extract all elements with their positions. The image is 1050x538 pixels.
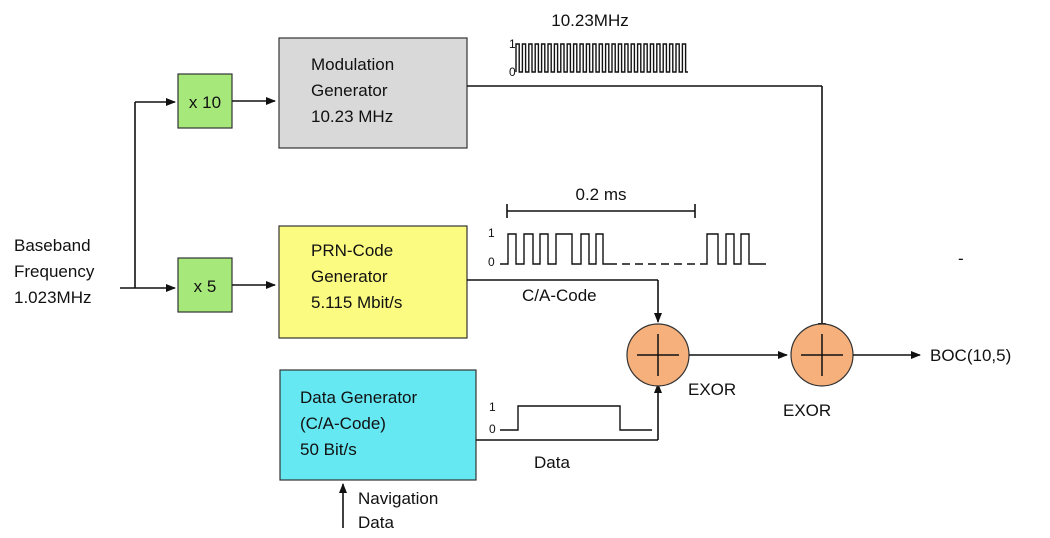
- data-wave-low-label: 0: [489, 422, 496, 436]
- navigation-label-line1: Navigation: [358, 489, 438, 508]
- modulation-frequency-label: 10.23MHz: [551, 11, 628, 30]
- modulation-wave-low-label: 0: [509, 65, 516, 79]
- modulation-line2: Generator: [311, 81, 388, 100]
- ca-code-label: C/A-Code: [522, 286, 597, 305]
- data-gen-line2: (C/A-Code): [300, 414, 386, 433]
- baseband-label-line2: Frequency: [14, 262, 95, 281]
- baseband-label-line1: Baseband: [14, 236, 91, 255]
- prn-waveform: 0.2 ms 1 0: [488, 185, 766, 269]
- exor-2-label: EXOR: [783, 401, 831, 420]
- data-label: Data: [534, 453, 570, 472]
- output-label: BOC(10,5): [930, 346, 1011, 365]
- data-gen-line1: Data Generator: [300, 388, 418, 407]
- prn-line1: PRN-Code: [311, 241, 393, 260]
- prn-code-generator-block: PRN-Code Generator 5.115 Mbit/s: [278, 225, 468, 339]
- multiplier-x10-box: [177, 73, 233, 129]
- prn-wave-high-label: 1: [488, 226, 495, 240]
- data-wave-high-label: 1: [489, 400, 496, 414]
- data-square-wave: [500, 405, 652, 431]
- modulation-line3: 10.23 MHz: [311, 107, 393, 126]
- data-waveform: 1 0: [489, 400, 652, 436]
- data-gen-line3: 50 Bit/s: [300, 440, 357, 459]
- navigation-data-input: Navigation Data: [339, 483, 438, 532]
- prn-line3: 5.115 Mbit/s: [311, 293, 402, 312]
- exor-1: EXOR: [626, 323, 736, 399]
- modulation-waveform: 10.23MHz 1 0: [509, 11, 688, 79]
- modulation-wave-high-label: 1: [509, 37, 516, 51]
- modulation-square-wave: [515, 43, 688, 73]
- prn-wave-low-label: 0: [488, 255, 495, 269]
- prn-period-label: 0.2 ms: [575, 185, 626, 204]
- multiplier-x10: x 10: [177, 73, 233, 129]
- prn-wave-segment-2: [700, 233, 766, 265]
- baseband-frequency-label: Baseband Frequency 1.023MHz: [14, 236, 95, 307]
- multiplier-x5: x 5: [177, 257, 233, 313]
- exor-2: EXOR: [783, 323, 854, 420]
- multiplier-x10-label: x 10: [189, 93, 221, 112]
- prn-wave-segment-1: [500, 233, 609, 265]
- data-generator-block: Data Generator (C/A-Code) 50 Bit/s: [279, 369, 477, 481]
- baseband-label-line3: 1.023MHz: [14, 288, 91, 307]
- data-generator-box: [279, 369, 477, 481]
- stray-dash-mark: -: [958, 249, 964, 268]
- modulation-generator-box: [278, 37, 468, 149]
- modulation-generator-block: Modulation Generator 10.23 MHz: [278, 37, 468, 149]
- prn-code-generator-box: [278, 225, 468, 339]
- exor-1-label: EXOR: [688, 380, 736, 399]
- multiplier-x5-label: x 5: [194, 277, 217, 296]
- navigation-label-line2: Data: [358, 513, 394, 532]
- input-wires: [120, 98, 176, 292]
- prn-line2: Generator: [311, 267, 388, 286]
- multiplier-x5-box: [177, 257, 233, 313]
- modulation-line1: Modulation: [311, 55, 394, 74]
